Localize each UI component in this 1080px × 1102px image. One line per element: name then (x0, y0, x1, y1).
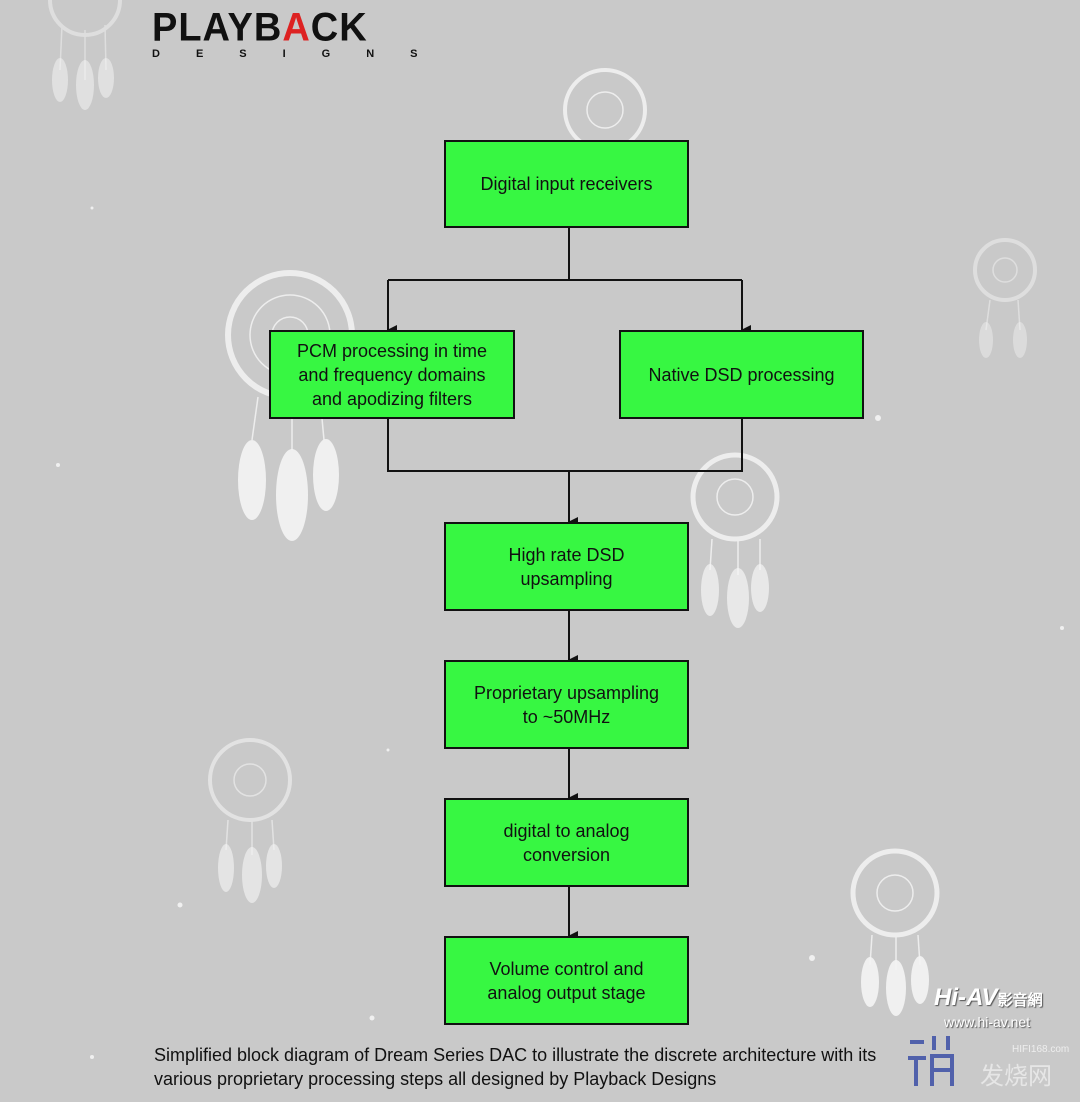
watermark-fashao: 发烧网 (980, 1063, 1052, 1090)
box-dac-conversion: digital to analog conversion (444, 798, 689, 887)
dreamcatcher-icon (973, 238, 1037, 331)
brand-logo: PLAYBACK DESIGNS (152, 5, 464, 60)
watermark-hiav: Hi-AV影音網 (934, 984, 1043, 1011)
box-volume-output: Volume control and analog output stage (444, 936, 689, 1025)
box-native-dsd: Native DSD processing (619, 330, 864, 419)
watermark-hiav-url: www.hi-av.net (944, 1014, 1031, 1030)
connector-split (388, 227, 742, 281)
connector-merge (387, 417, 743, 472)
logo-wordmark: PLAYBACK (152, 5, 368, 50)
box-proprietary-upsampling: Proprietary upsampling to ~50MHz (444, 660, 689, 749)
hifi168-logo-icon (908, 1036, 954, 1086)
dreamcatcher-icon (690, 452, 780, 575)
box-digital-input: Digital input receivers (444, 140, 689, 228)
logo-subtitle: DESIGNS (152, 48, 454, 60)
watermark-hifi168: HIFI168.com (1012, 1044, 1070, 1055)
diagram-caption: Simplified block diagram of Dream Series… (154, 1045, 877, 1089)
box-pcm-processing: PCM processing in time and frequency dom… (269, 330, 515, 419)
box-dsd-upsampling: High rate DSD upsampling (444, 522, 689, 611)
